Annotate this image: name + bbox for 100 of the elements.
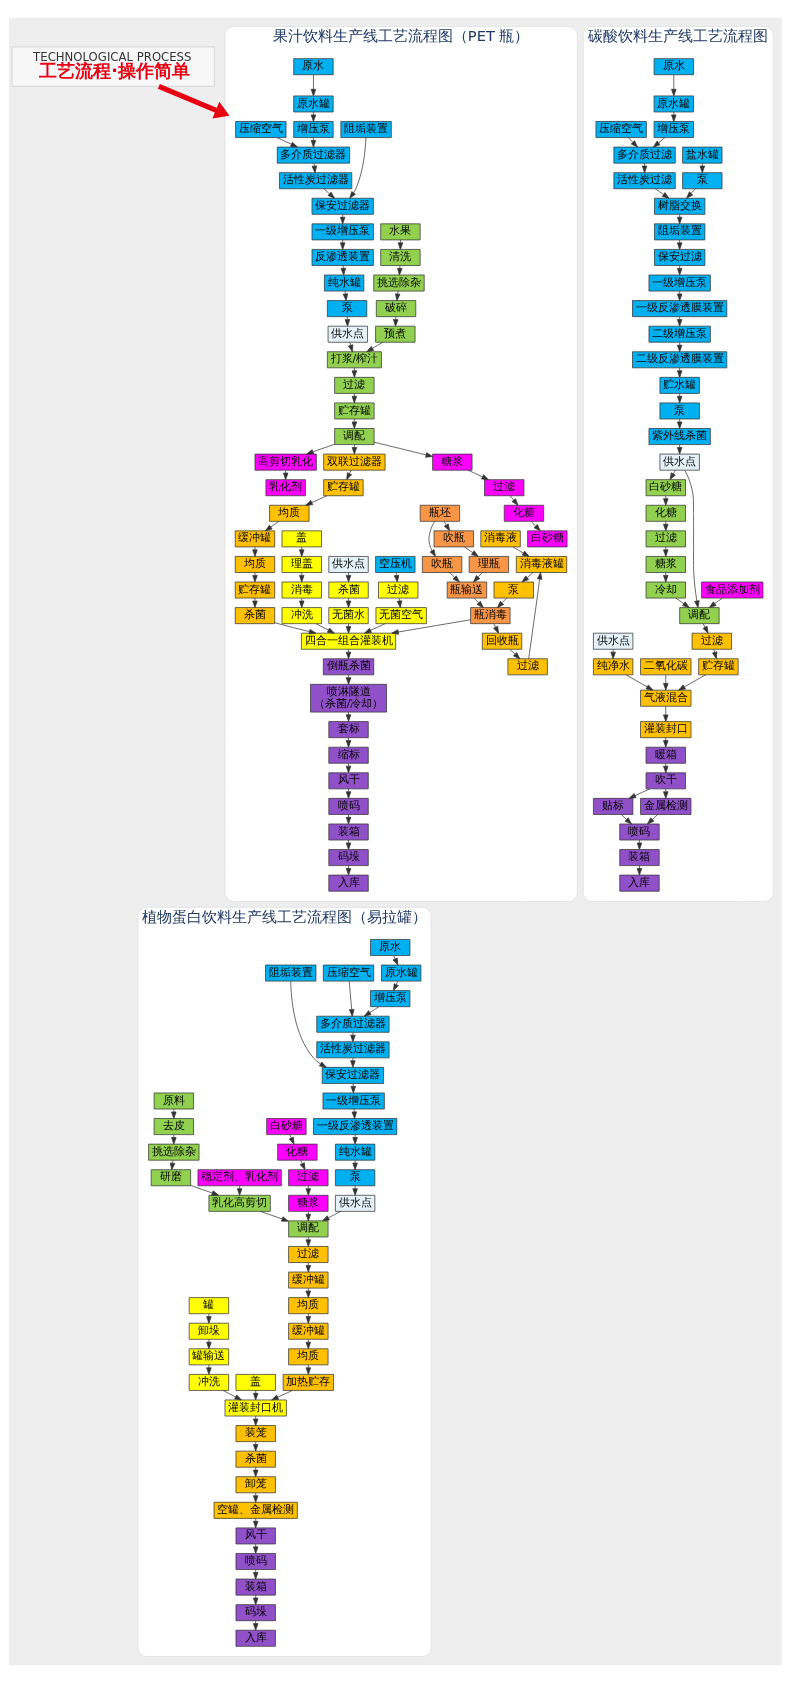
node-box: 盖 xyxy=(235,1374,276,1391)
arrow xyxy=(396,597,402,608)
arrow xyxy=(345,469,352,481)
node-box: 原料 xyxy=(153,1092,194,1110)
arrow xyxy=(351,367,357,378)
node-box: 原水 xyxy=(369,939,410,956)
arrow xyxy=(662,762,668,774)
node-box: 装箱 xyxy=(235,1578,276,1596)
node-box: 供水点 xyxy=(592,632,633,650)
arrow xyxy=(448,572,460,583)
node-box: 多介质过滤器 xyxy=(315,1015,389,1033)
arrow xyxy=(345,623,351,634)
arrow xyxy=(662,521,668,532)
arrow xyxy=(169,1159,175,1171)
arrow xyxy=(251,597,258,608)
arrow xyxy=(699,162,705,173)
arrow xyxy=(472,572,483,583)
arrow xyxy=(676,393,682,404)
node-box: 纯净水 xyxy=(592,658,633,676)
arrow xyxy=(251,572,258,583)
node-box: 多介质过滤器 xyxy=(276,146,350,164)
node-box: 糖浆 xyxy=(645,556,686,573)
arrow xyxy=(670,74,676,97)
node-box: 化糖 xyxy=(645,504,686,522)
arrow xyxy=(636,865,642,876)
arrow xyxy=(305,1364,311,1375)
arrow xyxy=(662,572,668,583)
node-box: 过滤 xyxy=(507,658,548,676)
node-box: 清洗 xyxy=(379,249,421,266)
arrow xyxy=(189,1185,219,1196)
node-box: 过滤 xyxy=(333,376,374,394)
arrow xyxy=(396,265,402,276)
node-box: 瓶坯 xyxy=(419,504,460,522)
node-box: 消毒 xyxy=(281,581,322,599)
arrow xyxy=(252,1466,258,1478)
arrow xyxy=(170,1134,176,1145)
node-box: 反渗透装置 xyxy=(311,249,374,266)
node-box: 码垛 xyxy=(327,849,369,866)
arrow xyxy=(264,521,279,532)
arrow xyxy=(625,674,653,691)
arrow xyxy=(351,1134,358,1145)
arrow xyxy=(609,648,616,660)
arrow xyxy=(205,1313,212,1324)
node-box: 研磨 xyxy=(150,1169,191,1187)
node-box: 吹瓶 xyxy=(433,530,474,548)
node-box: 保安过滤 xyxy=(653,249,705,266)
node-box: 无菌空气 xyxy=(375,607,427,625)
arrow xyxy=(282,469,288,481)
arrow xyxy=(373,441,433,458)
node-box: 灌装封口机 xyxy=(224,1399,287,1417)
arrow xyxy=(627,137,638,148)
arrow xyxy=(348,980,354,1017)
arrow xyxy=(345,737,351,748)
arrow xyxy=(662,674,668,691)
node-box: 过滤 xyxy=(691,632,732,650)
node-box: 供水点 xyxy=(334,1194,375,1212)
node-box: 二氧化碳 xyxy=(639,658,691,676)
arrow xyxy=(702,623,708,634)
arrow xyxy=(305,1262,311,1273)
arrow xyxy=(509,648,520,660)
node-box: 原水罐 xyxy=(380,964,421,982)
arrow xyxy=(305,1287,311,1298)
arrow xyxy=(646,814,658,825)
arrow xyxy=(443,521,450,532)
arrow xyxy=(351,1159,358,1171)
node-box: 过滤 xyxy=(287,1246,328,1263)
node-box: 一级增压泵 xyxy=(322,1092,385,1110)
arrow xyxy=(708,597,723,608)
arrow xyxy=(298,546,304,557)
node-box: 紫外线杀菌 xyxy=(648,428,711,445)
node-box: 均质 xyxy=(234,556,275,573)
node-box: 金属检测 xyxy=(639,798,691,815)
node-box: 乳化高剪切 xyxy=(208,1194,271,1212)
node-box: 保安过滤器 xyxy=(311,197,374,215)
arrow xyxy=(340,265,346,276)
arrow xyxy=(157,84,230,119)
arrow xyxy=(345,572,351,583)
arrow xyxy=(662,495,668,506)
node-box: 盐水罐 xyxy=(681,146,722,164)
arrow xyxy=(305,1339,311,1350)
arrow xyxy=(305,1313,311,1324)
arrow xyxy=(676,239,682,250)
node-box: 糖浆 xyxy=(431,453,472,471)
arrow xyxy=(669,469,676,481)
arrow xyxy=(339,214,345,225)
arrow xyxy=(310,74,316,97)
node-box: 冷却 xyxy=(645,581,686,599)
arrow xyxy=(274,622,316,635)
node-box: 一级增压泵 xyxy=(648,274,711,292)
node-box: 装箱 xyxy=(618,849,660,866)
node-box: 喷码 xyxy=(235,1553,276,1570)
node-box: 去皮 xyxy=(153,1118,194,1135)
arrow xyxy=(349,1031,356,1043)
arrow xyxy=(467,469,489,481)
arrow xyxy=(345,762,351,774)
node-box: 保安过滤器 xyxy=(321,1067,384,1084)
node-box: 杀菌 xyxy=(234,607,275,625)
arrow xyxy=(641,162,647,173)
node-box: 杀菌 xyxy=(327,581,369,599)
node-box: 瓶消毒 xyxy=(469,607,510,625)
